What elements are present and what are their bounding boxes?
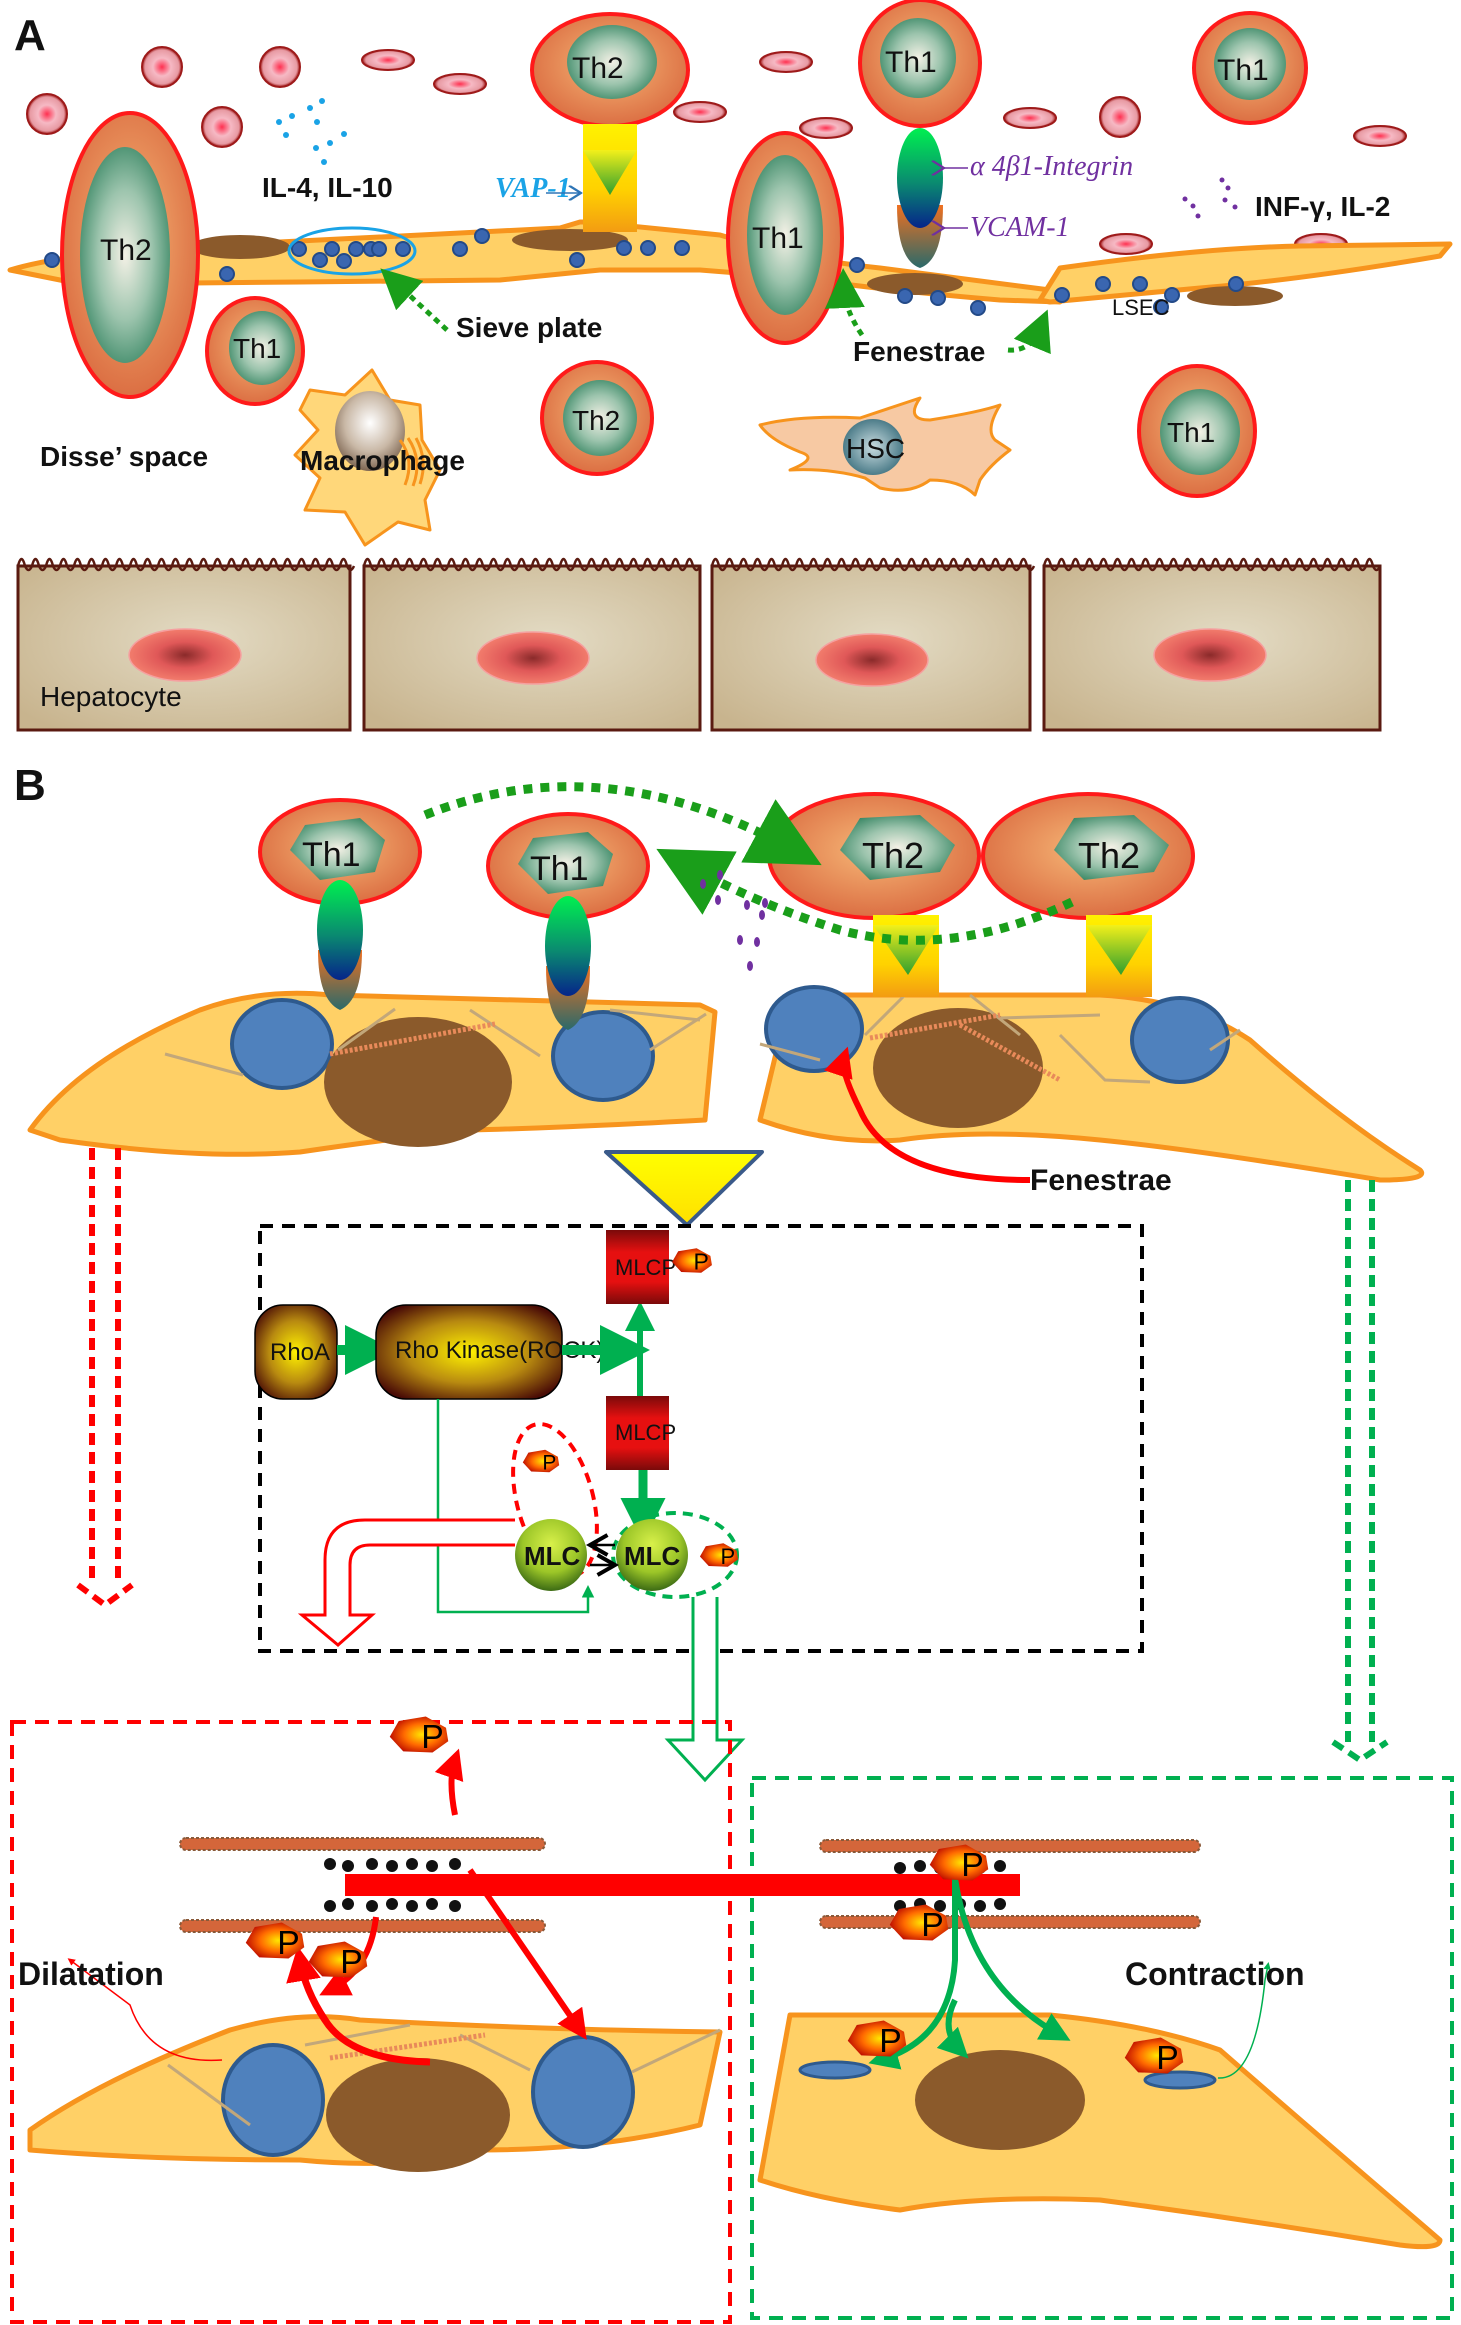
svg-text:Th1: Th1: [530, 850, 589, 888]
svg-text:Th2: Th2: [572, 52, 624, 85]
svg-text:MLCP: MLCP: [615, 1255, 676, 1280]
actomyosin-filaments: [179, 1837, 1201, 1933]
fenestrae-label-a: Fenestrae: [853, 336, 985, 367]
th1-cytokines-label: INF-γ, IL-2: [1255, 191, 1390, 222]
svg-text:Th1: Th1: [302, 836, 361, 874]
dilatation-box: [10, 1720, 732, 2324]
svg-text:MLCP: MLCP: [615, 1420, 676, 1445]
mlcp-phospho-node: [606, 1230, 669, 1304]
hepatocyte-1: [16, 564, 352, 732]
vap1-b1: [873, 915, 939, 997]
th1-cell-lower-right: Th1: [1137, 364, 1257, 498]
hepatocyte-label: Hepatocyte: [40, 681, 182, 712]
integrin-vcam-b1: [317, 880, 363, 1010]
svg-text:Th1: Th1: [885, 46, 937, 79]
th1-cell-b2: Th1: [486, 812, 650, 920]
mlcp-node: [606, 1396, 669, 1470]
phosphate-icon: [699, 1543, 739, 1569]
th2-cell-top: Th2: [530, 12, 690, 128]
svg-text:Th1: Th1: [752, 222, 804, 255]
th2-cytokines-label: IL-4, IL-10: [262, 172, 393, 203]
th1-cell-left: Th1: [205, 296, 305, 406]
phosphate-icon: [308, 1941, 368, 1981]
contraction-hollow-arrow: [664, 1597, 746, 1783]
macrophage: Macrophage: [293, 368, 465, 547]
lsec-cell-contraction: [757, 2012, 1443, 2250]
svg-text:HSC: HSC: [846, 433, 905, 464]
sieve-plate-arrow: [380, 268, 449, 332]
th1-cell-middle: Th1: [726, 131, 844, 345]
svg-text:Th2: Th2: [1078, 835, 1140, 876]
contraction-side-arrow: [1331, 1180, 1389, 1764]
fenestrae-label-b: Fenestrae: [1030, 1164, 1172, 1197]
svg-text:MLC: MLC: [624, 1541, 681, 1571]
th2-cell-lower: Th2: [540, 360, 654, 476]
dilatation-side-arrow: [76, 1148, 134, 1609]
th2-to-th1-arrow: [656, 848, 1074, 945]
fenestrae-arrow-b: [824, 1046, 1031, 1183]
mlc-phospho-node: [616, 1519, 688, 1591]
th2-cytokine-dots: [276, 98, 347, 165]
svg-text:Th2: Th2: [100, 234, 152, 267]
lsec-label: LSEC: [1112, 295, 1170, 320]
phosphate-icon: [245, 1922, 305, 1962]
svg-text:Th1: Th1: [1217, 54, 1269, 87]
svg-text:Th1: Th1: [233, 333, 281, 364]
panel-label-b: B: [14, 761, 46, 810]
rho-rock-pathway: RhoA Rho Kinase(ROCK) MLCP MLCP MLC MLC: [254, 1224, 1144, 1653]
mlc-node: [515, 1519, 587, 1591]
contraction-label: Contraction: [1125, 1956, 1305, 1992]
integrin-vcam-b2: [545, 896, 591, 1030]
th2-cell-large: Th2: [60, 111, 200, 399]
vap1-label: VAP-1: [495, 173, 571, 204]
panel-label-a: A: [14, 11, 46, 60]
vap1-b2: [1086, 915, 1152, 997]
fenestrae-arrow-left: [824, 268, 865, 337]
th1-to-th2-arrow: [423, 782, 822, 866]
lsec-cell-right: [757, 985, 1425, 1183]
cytokine-dots-b: [700, 870, 768, 971]
th1-cell-top-right: Th1: [1192, 11, 1308, 125]
svg-text:Th2: Th2: [862, 835, 924, 876]
fenestrae-arrow-right: [1007, 309, 1051, 355]
hepatocyte-4: [1042, 564, 1382, 732]
hepatocyte-3: [710, 564, 1032, 732]
svg-text:Macrophage: Macrophage: [300, 445, 465, 476]
phosphate-icon: [522, 1449, 560, 1475]
svg-text:MLC: MLC: [524, 1541, 581, 1571]
vcam1-label: VCAM-1: [970, 212, 1070, 243]
th1-cell-b1: Th1: [258, 798, 422, 906]
th2-cell-b2: Th2: [981, 792, 1195, 920]
lsec-cell-dilatation: [27, 2014, 723, 2172]
disse-space-label: Disse’ space: [40, 441, 208, 472]
svg-text:RhoA: RhoA: [270, 1339, 330, 1366]
svg-text:Th2: Th2: [572, 405, 620, 436]
phosphate-icon: [389, 1716, 449, 1756]
sieve-plate-outline: [287, 226, 417, 276]
hepatocyte-2: [362, 564, 702, 732]
lsec-layer: LSEC: [7, 219, 1453, 320]
signal-funnel: [604, 1150, 764, 1227]
dilatation-label: Dilatation: [18, 1956, 164, 1992]
sieve-plate-label: Sieve plate: [456, 312, 602, 343]
svg-text:Th1: Th1: [1167, 417, 1215, 448]
vap1-molecule: [583, 124, 637, 232]
th1-cytokine-dots: [1182, 177, 1238, 219]
microvilli: [16, 557, 1382, 572]
integrin-label: α 4β1-Integrin: [970, 151, 1133, 182]
lsec-cell-left: [27, 990, 718, 1157]
integrin-vcam-complex: [897, 128, 943, 268]
phosphate-icon: [672, 1248, 712, 1275]
dilatation-arrows: [67, 1748, 587, 2066]
hepatocyte-row: Hepatocyte: [16, 557, 1382, 732]
phosphate-icon: [889, 1904, 949, 1944]
dilatation-hollow-arrow: [297, 1518, 515, 1647]
th1-cell-top: Th1: [858, 0, 982, 128]
hepatic-stellate-cell: HSC: [758, 396, 1012, 497]
contraction-box: [750, 1776, 1454, 2320]
th2-cell-b1: Th2: [767, 792, 981, 920]
